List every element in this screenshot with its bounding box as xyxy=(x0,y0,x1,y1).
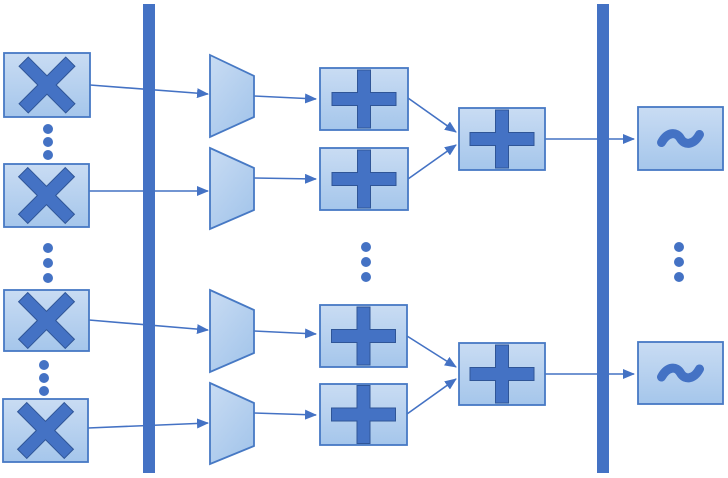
mux-trapezoid xyxy=(209,288,255,374)
adder-box xyxy=(319,383,408,446)
ellipsis-dot xyxy=(39,386,49,396)
ellipsis-dots xyxy=(39,124,684,396)
pipeline-register-bars xyxy=(143,4,609,473)
ellipsis-dot xyxy=(361,242,371,252)
multiply-icon xyxy=(18,56,76,114)
dataflow-arrow xyxy=(406,378,457,415)
plus-icon xyxy=(469,109,535,169)
pipeline-register-bar xyxy=(143,4,155,473)
plus-icon xyxy=(331,149,397,209)
ellipsis-dot xyxy=(674,257,684,267)
ellipsis-dot xyxy=(674,242,684,252)
dataflow-arrow xyxy=(253,93,317,104)
multiplier-box xyxy=(3,52,91,118)
dataflow-arrow xyxy=(407,144,457,180)
mux-trapezoid xyxy=(209,53,255,139)
multiplier-rect xyxy=(3,52,91,118)
mux-trapezoid xyxy=(209,381,255,466)
adder-box xyxy=(319,147,409,211)
dataflow-edges xyxy=(87,84,635,429)
ellipsis-dot xyxy=(43,150,53,160)
ellipsis-dot xyxy=(43,137,53,147)
activation-box xyxy=(637,341,724,405)
activation-box xyxy=(637,106,724,171)
plus-icon xyxy=(469,344,535,404)
dataflow-arrow xyxy=(253,409,317,420)
dataflow-arrow xyxy=(253,328,317,339)
dataflow-arrow xyxy=(253,173,317,184)
pipeline-register-bar xyxy=(597,4,609,473)
ellipsis-dot xyxy=(39,373,49,383)
multiply-icon xyxy=(17,291,76,350)
multiply-icon xyxy=(16,401,75,460)
mux-trapezoid xyxy=(209,146,255,231)
adder-box xyxy=(319,304,408,368)
multiplier-box xyxy=(3,289,90,352)
ellipsis-dot xyxy=(43,243,53,253)
multiply-icon xyxy=(17,166,76,225)
plus-icon xyxy=(331,385,396,444)
ellipsis-dot xyxy=(43,258,53,268)
multiplier-box xyxy=(3,163,90,228)
ellipsis-dot xyxy=(43,273,53,283)
tilde-icon xyxy=(657,129,704,148)
accumulator-box xyxy=(458,342,546,406)
accumulator-box xyxy=(458,107,546,171)
ellipsis-dot xyxy=(43,124,53,134)
ellipsis-dot xyxy=(361,272,371,282)
adder-box xyxy=(319,67,409,131)
ellipsis-dot xyxy=(39,360,49,370)
plus-icon xyxy=(331,306,396,366)
dataflow-arrow xyxy=(406,335,457,368)
multiplier-box xyxy=(2,398,89,463)
tilde-icon xyxy=(657,363,704,383)
diagram-nodes xyxy=(2,52,724,466)
plus-icon xyxy=(331,69,397,129)
ellipsis-dot xyxy=(674,272,684,282)
ellipsis-dot xyxy=(361,257,371,267)
dataflow-arrow xyxy=(407,97,457,133)
